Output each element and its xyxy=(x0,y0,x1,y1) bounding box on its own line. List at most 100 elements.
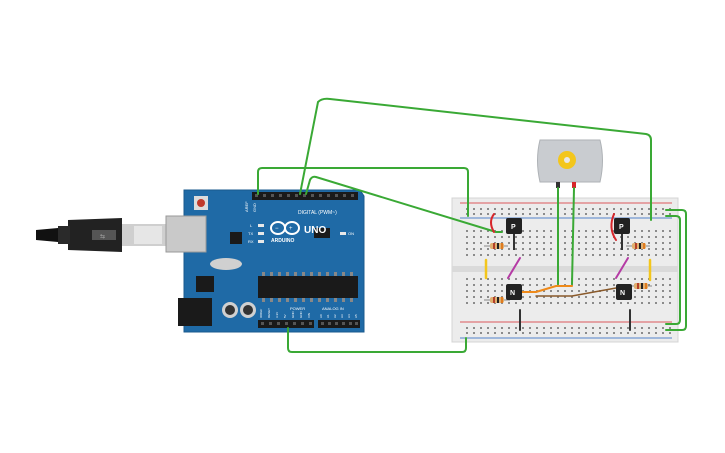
breadboard-hole xyxy=(571,208,573,210)
breadboard-hole xyxy=(529,254,531,256)
breadboard-hole xyxy=(662,213,664,215)
breadboard-hole xyxy=(578,254,580,256)
breadboard-hole xyxy=(543,254,545,256)
breadboard-hole xyxy=(669,230,671,232)
breadboard-hole xyxy=(466,327,468,329)
wires xyxy=(257,97,687,353)
breadboard-hole xyxy=(536,230,538,232)
breadboard-hole xyxy=(606,213,608,215)
breadboard-hole xyxy=(564,327,566,329)
breadboard-hole xyxy=(564,296,566,298)
breadboard-hole xyxy=(648,290,650,292)
breadboard-hole xyxy=(655,284,657,286)
transistor-n-right: N xyxy=(616,284,632,300)
breadboard-hole xyxy=(634,302,636,304)
breadboard-hole xyxy=(641,236,643,238)
breadboard-hole xyxy=(550,278,552,280)
breadboard-hole xyxy=(466,248,468,250)
breadboard-hole xyxy=(480,248,482,250)
breadboard-hole xyxy=(529,236,531,238)
breadboard-hole xyxy=(480,284,482,286)
svg-text:VIN: VIN xyxy=(307,313,311,318)
breadboard-hole xyxy=(480,208,482,210)
breadboard-hole xyxy=(655,278,657,280)
breadboard-hole xyxy=(529,327,531,329)
breadboard-hole xyxy=(480,242,482,244)
breadboard-hole xyxy=(501,327,503,329)
breadboard-hole xyxy=(613,327,615,329)
breadboard-hole xyxy=(508,254,510,256)
breadboard-hole xyxy=(501,278,503,280)
breadboard-hole xyxy=(592,327,594,329)
breadboard-hole xyxy=(662,254,664,256)
breadboard-hole xyxy=(613,284,615,286)
breadboard-hole xyxy=(585,242,587,244)
breadboard-hole xyxy=(620,302,622,304)
breadboard-hole xyxy=(592,278,594,280)
breadboard-hole xyxy=(662,230,664,232)
breadboard-hole xyxy=(515,236,517,238)
breadboard-hole xyxy=(613,208,615,210)
breadboard-hole xyxy=(655,208,657,210)
svg-text:⇆: ⇆ xyxy=(100,233,105,240)
arduino-logo: − + xyxy=(270,221,300,235)
breadboard-hole xyxy=(494,278,496,280)
svg-text:A0: A0 xyxy=(319,314,323,318)
breadboard-hole xyxy=(550,302,552,304)
breadboard-hole xyxy=(487,284,489,286)
breadboard-hole xyxy=(606,236,608,238)
tx-label: TX xyxy=(248,231,253,236)
resistor xyxy=(484,243,508,249)
breadboard-hole xyxy=(550,332,552,334)
breadboard-hole xyxy=(529,248,531,250)
breadboard-hole xyxy=(508,302,510,304)
breadboard-hole xyxy=(599,327,601,329)
breadboard-hole xyxy=(564,242,566,244)
breadboard-hole xyxy=(641,327,643,329)
breadboard-hole xyxy=(578,213,580,215)
breadboard-hole xyxy=(634,230,636,232)
analog-header[interactable] xyxy=(318,320,360,328)
breadboard-hole xyxy=(662,242,664,244)
breadboard-hole xyxy=(585,248,587,250)
breadboard-hole xyxy=(536,302,538,304)
breadboard-hole xyxy=(550,236,552,238)
breadboard-hole xyxy=(613,254,615,256)
breadboard-hole xyxy=(480,254,482,256)
power-label: POWER xyxy=(290,306,305,311)
breadboard-hole xyxy=(599,248,601,250)
breadboard-hole xyxy=(543,284,545,286)
breadboard-hole xyxy=(529,208,531,210)
breadboard-hole xyxy=(592,284,594,286)
breadboard-hole xyxy=(578,302,580,304)
breadboard-hole xyxy=(585,296,587,298)
breadboard-hole xyxy=(515,332,517,334)
breadboard-hole xyxy=(536,208,538,210)
breadboard-hole xyxy=(662,284,664,286)
breadboard-hole xyxy=(578,242,580,244)
breadboard-hole xyxy=(620,332,622,334)
breadboard-hole xyxy=(585,230,587,232)
breadboard-hole xyxy=(669,213,671,215)
svg-text:A3: A3 xyxy=(340,314,344,318)
breadboard-hole xyxy=(599,302,601,304)
breadboard-hole xyxy=(466,290,468,292)
breadboard-hole xyxy=(648,230,650,232)
breadboard-hole xyxy=(473,208,475,210)
breadboard-hole xyxy=(501,284,503,286)
breadboard-hole xyxy=(669,254,671,256)
breadboard-hole xyxy=(508,208,510,210)
transistor-p-left: P xyxy=(506,218,522,250)
breadboard-hole xyxy=(536,242,538,244)
digital-label: DIGITAL (PWM~) xyxy=(298,210,337,216)
svg-text:A4: A4 xyxy=(347,314,351,318)
breadboard-hole xyxy=(501,213,503,215)
breadboard-hole xyxy=(585,208,587,210)
breadboard-hole xyxy=(522,242,524,244)
breadboard-hole xyxy=(494,290,496,292)
breadboard-hole xyxy=(592,236,594,238)
breadboard-hole xyxy=(606,254,608,256)
breadboard-hole xyxy=(669,236,671,238)
breadboard-hole xyxy=(543,290,545,292)
